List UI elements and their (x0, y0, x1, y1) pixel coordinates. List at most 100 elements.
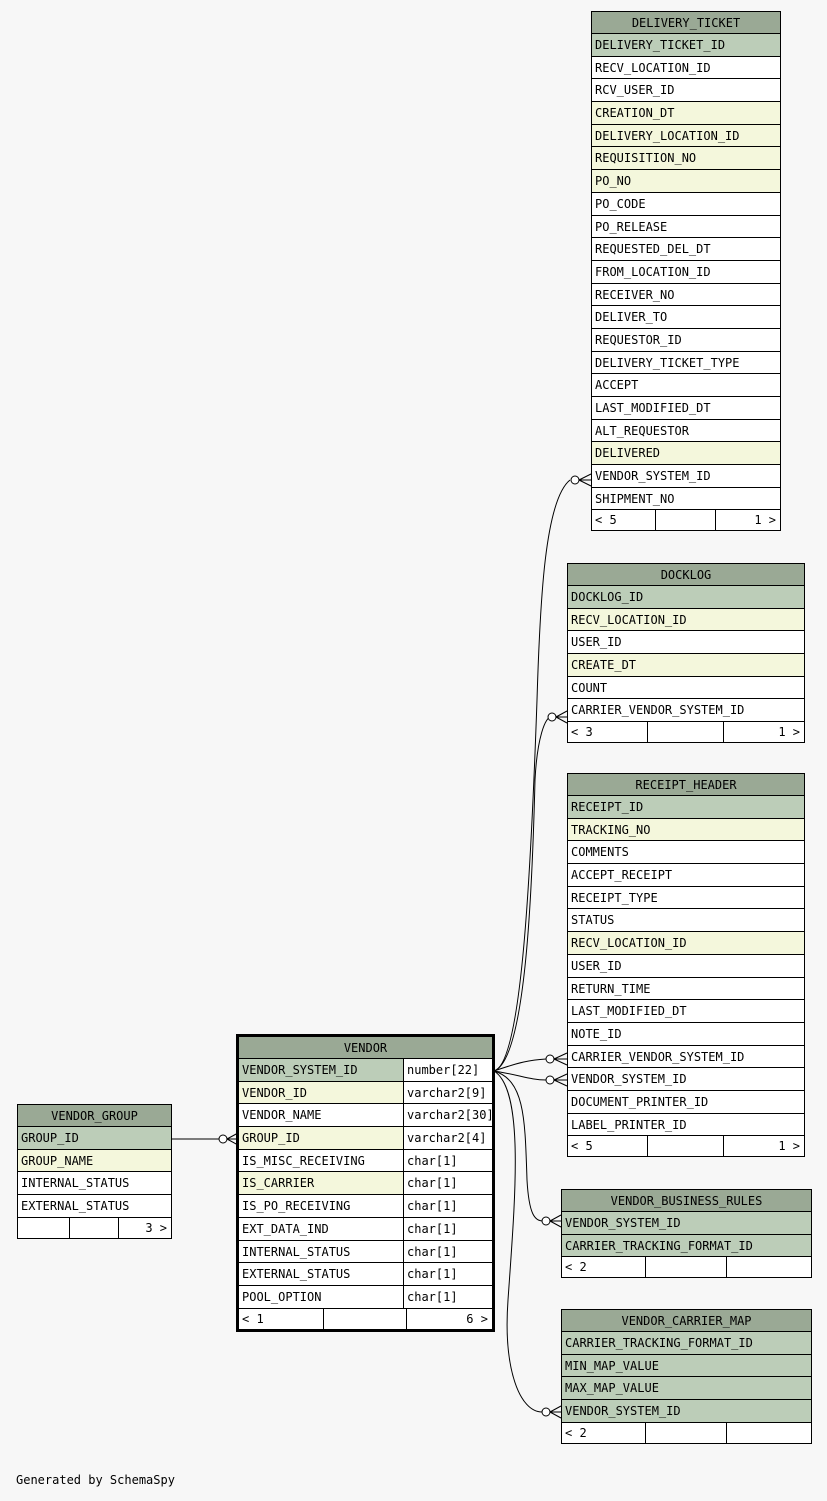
parent-count[interactable]: < 2 (562, 1422, 646, 1443)
column-row[interactable]: DELIVERY_LOCATION_ID (592, 124, 780, 148)
child-count[interactable]: 1 > (754, 513, 777, 528)
column-row[interactable]: GROUP_NAME (18, 1149, 171, 1173)
optional-marker (218, 1134, 228, 1144)
column-row[interactable]: LAST_MODIFIED_DT (568, 1000, 804, 1023)
column-row[interactable]: DOCUMENT_PRINTER_ID (568, 1090, 804, 1114)
parent-count[interactable]: < 3 (568, 722, 648, 743)
table-title[interactable]: DOCKLOG (568, 564, 804, 586)
column-row[interactable]: SHIPMENT_NO (592, 487, 780, 511)
column-row[interactable]: REQUISITION_NO (592, 147, 780, 171)
column-row[interactable]: COUNT (568, 676, 804, 700)
column-row[interactable]: PO_NO (592, 170, 780, 193)
column-row[interactable]: ACCEPT_RECEIPT (568, 864, 804, 887)
column-row[interactable]: STATUS (568, 909, 804, 933)
footer-spacer (646, 1257, 727, 1278)
column-row[interactable]: CARRIER_TRACKING_FORMAT_ID (562, 1234, 811, 1258)
column-row[interactable]: LABEL_PRINTER_ID (568, 1113, 804, 1137)
column-row[interactable]: RECV_LOCATION_ID (568, 608, 804, 632)
column-row[interactable]: RECEIPT_ID (568, 796, 804, 819)
column-row[interactable]: ACCEPT (592, 374, 780, 397)
crowfoot-marker (555, 710, 568, 724)
column-row[interactable]: CREATE_DT (568, 654, 804, 677)
column-row[interactable]: NOTE_ID (568, 1022, 804, 1046)
child-count[interactable] (727, 1257, 811, 1277)
column-row[interactable]: VENDOR_SYSTEM_ID (562, 1212, 811, 1235)
table-title[interactable]: VENDOR_BUSINESS_RULES (562, 1190, 811, 1212)
column-name: RECEIPT_TYPE (571, 890, 658, 905)
table-title[interactable]: VENDOR_GROUP (18, 1105, 171, 1127)
table-title[interactable]: DELIVERY_TICKET (592, 12, 780, 34)
parent-count[interactable]: < 1 (239, 1308, 325, 1329)
column-row[interactable]: DELIVERY_TICKET_TYPE (592, 351, 780, 375)
crowfoot-marker (549, 1214, 562, 1228)
column-type: char[1] (403, 1195, 492, 1217)
parent-count[interactable]: < 5 (568, 1136, 648, 1157)
column-row[interactable]: DELIVERED (592, 442, 780, 466)
column-row[interactable]: PO_CODE (592, 192, 780, 216)
column-row[interactable]: MIN_MAP_VALUE (562, 1354, 811, 1378)
column-name: CREATION_DT (595, 106, 675, 121)
column-row[interactable]: GROUP_ID (18, 1127, 171, 1150)
column-row[interactable]: RETURN_TIME (568, 977, 804, 1001)
column-row[interactable]: USER_ID (568, 631, 804, 655)
column-row[interactable]: REQUESTOR_ID (592, 328, 780, 352)
column-row[interactable]: CARRIER_VENDOR_SYSTEM_ID (568, 1045, 804, 1069)
child-count[interactable]: 6 > (466, 1311, 488, 1326)
column-row[interactable]: VENDOR_SYSTEM_ID (568, 1068, 804, 1091)
column-row[interactable]: RCV_USER_ID (592, 79, 780, 103)
column-row[interactable]: DOCKLOG_ID (568, 586, 804, 609)
column-row[interactable]: LAST_MODIFIED_DT (592, 397, 780, 420)
table-title[interactable]: RECEIPT_HEADER (568, 774, 804, 796)
column-row[interactable]: ALT_REQUESTOR (592, 419, 780, 443)
column-row[interactable]: FROM_LOCATION_ID (592, 260, 780, 284)
child-count[interactable]: 1 > (778, 1139, 801, 1154)
parent-count[interactable] (18, 1217, 70, 1238)
column-row[interactable]: CARRIER_VENDOR_SYSTEM_ID (568, 699, 804, 723)
column-name: PO_NO (595, 174, 632, 189)
column-row[interactable]: USER_ID (568, 954, 804, 978)
column-row[interactable]: DELIVER_TO (592, 306, 780, 329)
column-row[interactable]: CREATION_DT (592, 102, 780, 125)
column-row[interactable]: EXTERNAL_STATUS (18, 1195, 171, 1218)
column-row[interactable]: RECV_LOCATION_ID (568, 932, 804, 955)
column-row[interactable]: COMMENTS (568, 841, 804, 865)
column-row[interactable]: RECEIPT_TYPE (568, 886, 804, 910)
column-row[interactable]: RECV_LOCATION_ID (592, 56, 780, 80)
parent-count[interactable]: < 5 (592, 510, 656, 531)
table-title[interactable]: VENDOR (239, 1037, 492, 1059)
child-count[interactable] (727, 1423, 811, 1443)
column-row[interactable]: PO_RELEASE (592, 215, 780, 239)
column-row[interactable]: VENDOR_SYSTEM_ID (562, 1400, 811, 1423)
table-title[interactable]: VENDOR_CARRIER_MAP (562, 1310, 811, 1332)
column-row[interactable]: CARRIER_TRACKING_FORMAT_ID (562, 1332, 811, 1355)
column-name: VENDOR_SYSTEM_ID (242, 1063, 358, 1077)
column-row[interactable]: RECEIVER_NO (592, 283, 780, 307)
child-count[interactable]: 1 > (778, 725, 801, 740)
column-row[interactable]: VENDOR_SYSTEM_ID (592, 465, 780, 488)
parent-count[interactable]: < 2 (562, 1257, 646, 1278)
column-row[interactable]: TRACKING_NO (568, 818, 804, 842)
column-row[interactable]: DELIVERY_TICKET_ID (592, 34, 780, 57)
column-row[interactable]: MAX_MAP_VALUE (562, 1377, 811, 1401)
column-row[interactable]: INTERNAL_STATUS (18, 1172, 171, 1196)
child-count[interactable]: 3 > (145, 1220, 167, 1235)
column-row[interactable]: REQUESTED_DEL_DT (592, 238, 780, 261)
